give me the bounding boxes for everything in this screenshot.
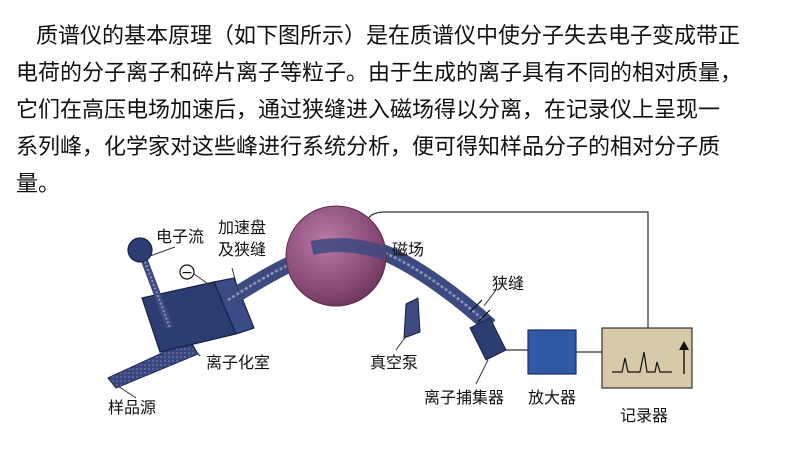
slit-mark-2 xyxy=(477,309,491,323)
label-ion-collector: 离子捕集器 xyxy=(424,388,505,407)
diagram-svg: − xyxy=(107,205,693,399)
leader-ion-collector xyxy=(475,359,489,385)
vacuum-pump-stem xyxy=(403,297,421,339)
mass-spectrometer-diagram: − 电子流 加速盘 及狭缝 磁场 狭缝 离子化室 真空泵 离子捕集器 放大器 样… xyxy=(0,195,794,447)
label-vacuum-pump: 真空泵 xyxy=(370,353,419,372)
paragraph-line: 它们在高压电场加速后，通过狭缝进入磁场得以分离，在记录仪上呈现一 xyxy=(16,98,721,123)
ion-collector xyxy=(469,317,507,361)
label-electron-beam: 电子流 xyxy=(156,227,205,246)
label-ionization-chamber: 离子化室 xyxy=(206,353,271,372)
leader-electron-symbol xyxy=(193,273,215,289)
label-slit: 狭缝 xyxy=(492,274,525,293)
leader-vacuum-pump xyxy=(395,335,407,351)
description-paragraph: 质谱仪的基本原理（如下图所示）是在质谱仪中使分子失去电子变成带正 电荷的分子离子… xyxy=(16,18,786,203)
recorder-trace xyxy=(612,351,672,373)
recorder-arrow-head xyxy=(679,341,689,350)
magnet xyxy=(285,205,387,307)
paragraph-line: 量。 xyxy=(16,172,61,197)
leader-electron-beam xyxy=(149,246,176,257)
leader-accel-plate xyxy=(231,267,239,291)
amplifier xyxy=(527,329,577,375)
sample-source-inlet xyxy=(107,339,199,389)
accelerating-plate xyxy=(213,277,255,335)
label-accel-plate-line2: 及狭缝 xyxy=(218,240,267,259)
flight-tube-front xyxy=(310,238,388,260)
label-magnetic-field: 磁场 xyxy=(392,240,425,259)
label-accel-plate-line1: 加速盘 xyxy=(218,218,267,237)
electron-gun-rod-inner xyxy=(141,253,171,329)
leader-slit xyxy=(483,289,497,307)
label-amplifier: 放大器 xyxy=(528,388,577,407)
label-recorder: 记录器 xyxy=(620,406,669,425)
paragraph-line: 系列峰，化学家对这些峰进行系统分析，便可得知样品分子的相对分子质 xyxy=(16,135,721,160)
leader-sample-source xyxy=(117,385,137,399)
ion-beam xyxy=(227,245,491,327)
slit-mark xyxy=(469,299,483,313)
signal-wire xyxy=(367,211,649,328)
electron-gun-head xyxy=(127,237,153,263)
leader-ionization-chamber xyxy=(189,343,201,357)
paragraph-line: 电荷的分子离子和碎片离子等粒子。由于生成的离子具有不同的相对质量， xyxy=(16,61,743,86)
paragraph-line: 质谱仪的基本原理（如下图所示）是在质谱仪中使分子失去电子变成带正 xyxy=(36,24,741,49)
electron-symbol xyxy=(179,264,195,280)
minus-sign: − xyxy=(181,265,193,281)
recorder xyxy=(601,327,693,389)
label-sample-source: 样品源 xyxy=(108,398,157,417)
